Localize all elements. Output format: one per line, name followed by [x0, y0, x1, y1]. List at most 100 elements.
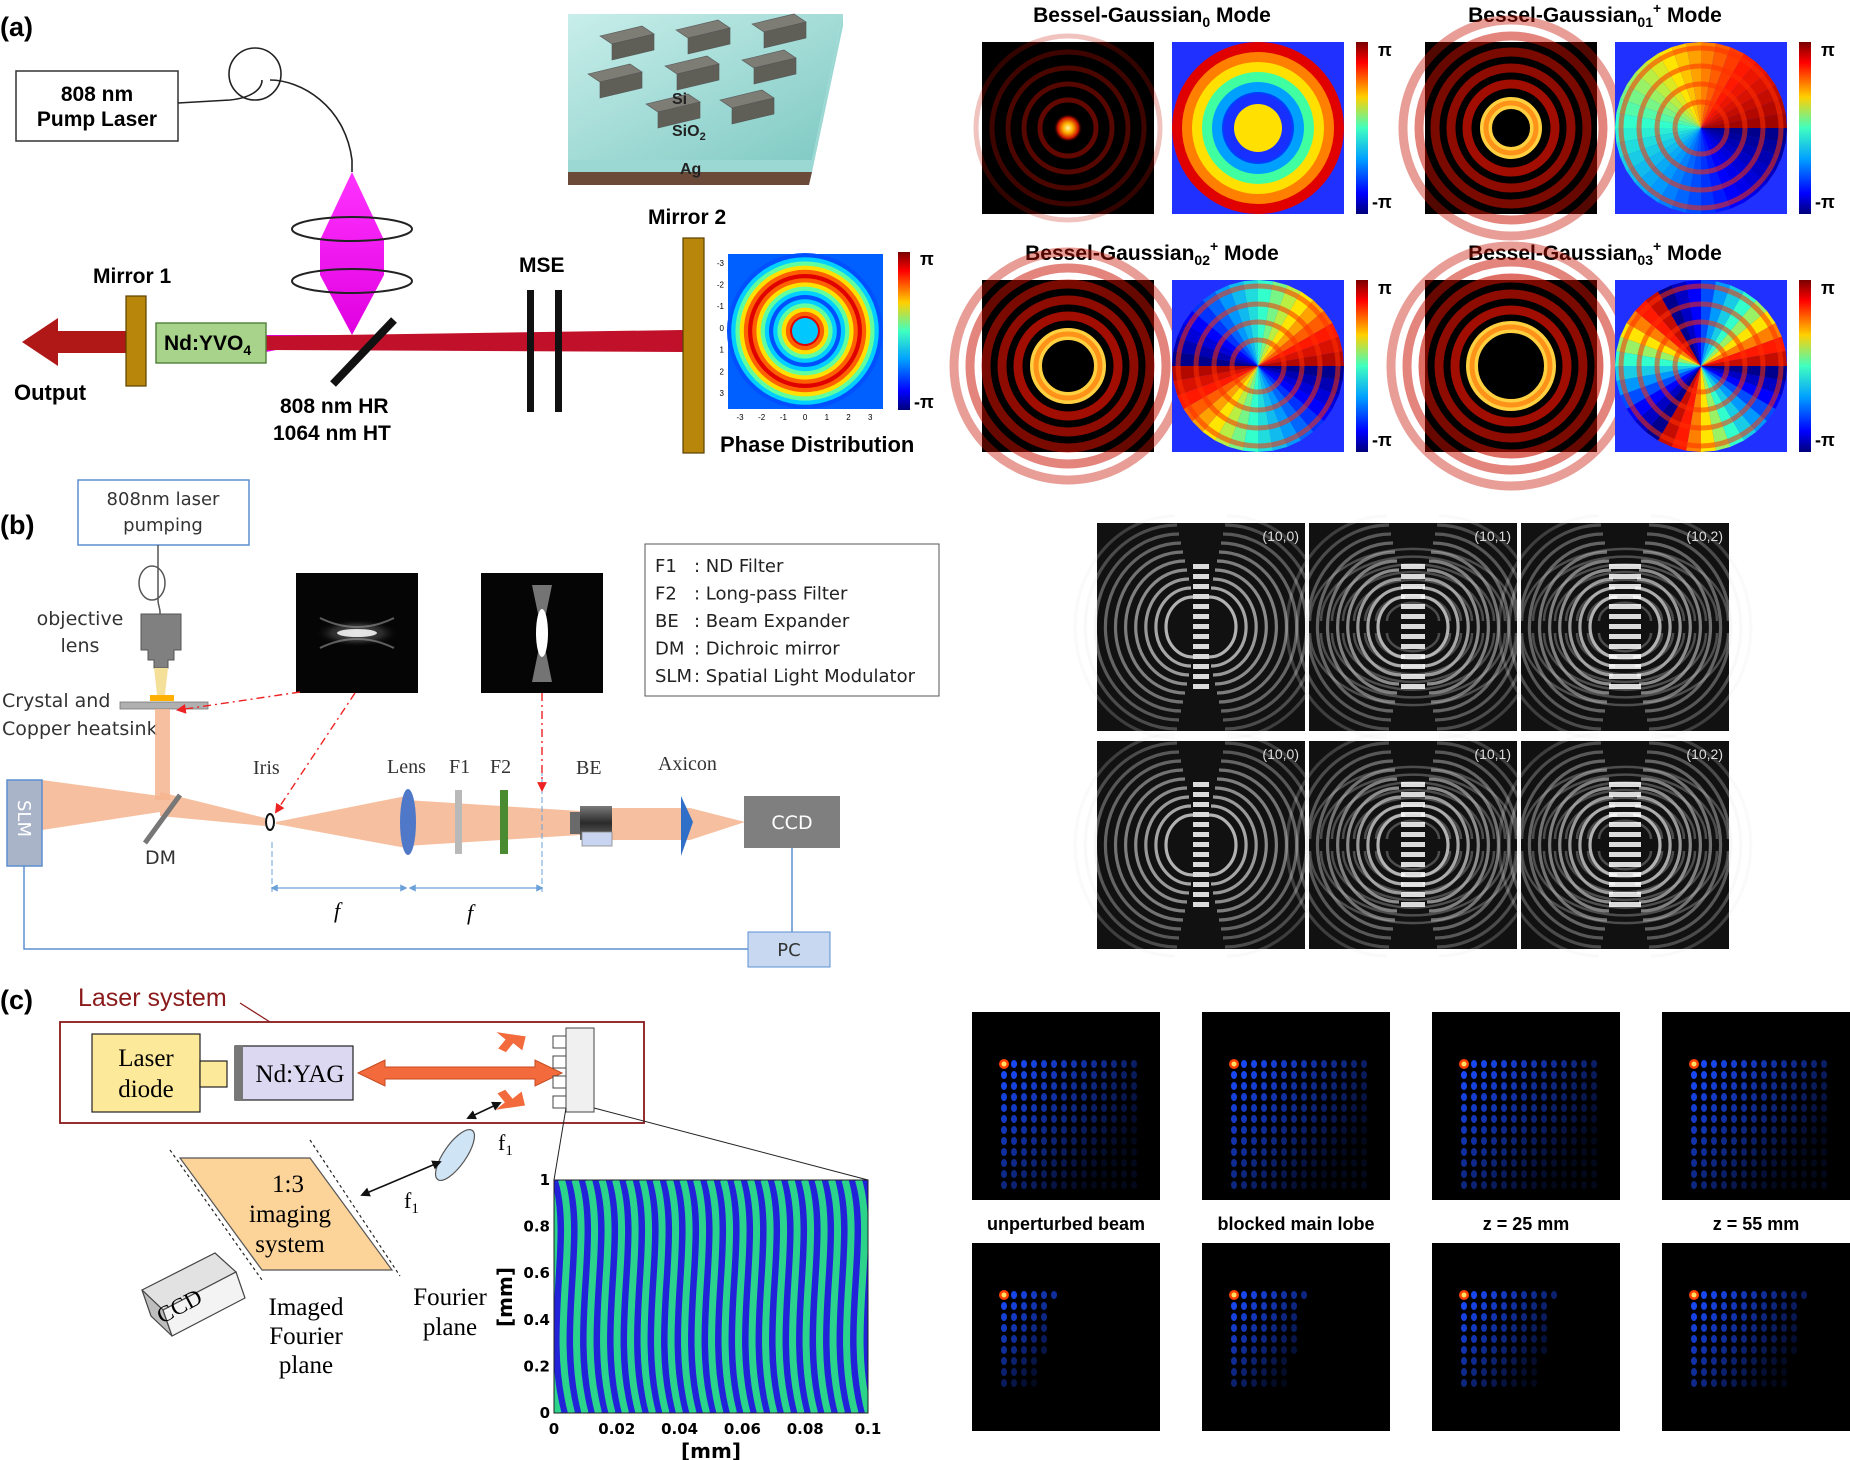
legend-value: : Beam Expander: [694, 611, 850, 632]
panel-b: (b) 808nm laser pumping objective lens C…: [0, 479, 1753, 968]
imaging-label-2: imaging: [249, 1201, 331, 1228]
fringe-tick-y: 0.6: [523, 1264, 550, 1282]
phase-tick-y: 0: [720, 324, 725, 333]
mode-colorbar-min: -π: [1815, 430, 1835, 450]
slm-box: [6, 779, 43, 867]
filter-f2: [500, 790, 508, 854]
hr-label-1: 808 nm HR: [280, 395, 389, 418]
focal-label-c2: f1: [404, 1188, 419, 1217]
pump-beam: [320, 172, 384, 335]
mode-colorbar-max: π: [1378, 278, 1392, 298]
objective-label-1: objective: [37, 608, 124, 630]
mode-title: Bessel-Gaussian0 Mode: [1033, 4, 1271, 30]
focal-arrow-2: [360, 1160, 442, 1197]
fringe-stripes: [554, 1180, 868, 1413]
beam-expander: [570, 806, 613, 847]
mode-colorbar-min: -π: [1815, 192, 1835, 212]
ccd-box-b: [744, 796, 840, 848]
fringe-tick-x: 0.08: [787, 1420, 824, 1438]
cavity-beam: [266, 330, 683, 352]
pump-source-box: [77, 479, 250, 546]
pattern-label: (10,0): [1262, 528, 1299, 544]
airy-beam-image: [972, 1243, 1160, 1431]
mode-colorbar-max: π: [1378, 40, 1392, 60]
imaged-plane-label-2: Fourier: [269, 1323, 343, 1350]
beam-dm-iris: [160, 792, 265, 826]
mirror-2: [682, 237, 705, 454]
airy-caption: z = 55 mm: [1713, 1214, 1800, 1234]
output-arrow: [22, 318, 130, 366]
phase-distribution-label: Phase Distribution: [720, 432, 914, 457]
slm-label: SLM: [13, 800, 34, 837]
beam-down-b: [155, 709, 170, 800]
pc-cable: [23, 848, 793, 950]
objective-lens: [140, 613, 182, 669]
iris: [265, 813, 275, 831]
focal-arrow-1: [466, 1101, 502, 1120]
phase-tick-x: -3: [736, 413, 744, 422]
bessel-mode-2: Bessel-Gaussian02+ Mode π -π: [949, 238, 1392, 485]
material-si: Si: [672, 91, 687, 108]
phase-colorbar-min: -π: [914, 392, 934, 412]
fourier-plane-label-2: plane: [423, 1314, 477, 1341]
phase-tick-y: 2: [720, 367, 725, 376]
filter-f1-label: F1: [449, 756, 470, 778]
panel-c: (c) Laser system Laser diode Nd:YAG f1 f…: [0, 984, 1850, 1460]
phase-tick-y: 1: [720, 346, 725, 355]
crystal-b: [150, 695, 174, 701]
ccd-camera-c: CCD: [140, 1252, 246, 1337]
fringe-ylabel: [mm]: [493, 1267, 517, 1327]
grating-element: [565, 1027, 595, 1113]
dm-mirror-b: [142, 793, 183, 845]
output-label: Output: [14, 380, 87, 405]
diffracted-arrow-up: [496, 1032, 526, 1053]
material-sio2: SiO2: [672, 123, 706, 143]
mode-colorbar-max: π: [1821, 40, 1835, 60]
fringe-tick-x: 0.02: [598, 1420, 635, 1438]
pump-laser-label-1: 808 nm: [61, 83, 133, 106]
mode-colorbar-min: -π: [1372, 192, 1392, 212]
bessel-mode-0: Bessel-Gaussian0 Mode π -π: [973, 4, 1392, 223]
objective-label-2: lens: [61, 635, 100, 657]
imaging-label-3: system: [255, 1231, 325, 1258]
laser-system-label: Laser system: [78, 984, 227, 1012]
lens-c: [434, 1129, 476, 1181]
lens-b: [400, 789, 416, 855]
fringe-tick-y: 1: [540, 1171, 550, 1189]
legend-key: BE: [655, 611, 679, 632]
phase-colorbar: [898, 252, 910, 410]
legend-key: SLM: [655, 666, 692, 687]
imaged-plane-label-3: plane: [279, 1352, 333, 1379]
mse-plate-1: [527, 290, 534, 412]
fringe-xlabel: [mm]: [681, 1439, 741, 1460]
beam-be-ccd: [612, 808, 745, 840]
dm-label-b: DM: [145, 847, 176, 869]
metasurface-inset: Si SiO2 Ag: [568, 13, 843, 185]
panel-a-label: (a): [0, 12, 33, 42]
fringe-tick-y: 0: [540, 1404, 550, 1422]
pump-fiber-b: [157, 545, 161, 618]
panel-b-label: (b): [0, 510, 34, 540]
pattern-label: (10,2): [1686, 746, 1723, 762]
phase-colorbar-max: π: [920, 249, 934, 269]
fringe-tick-y: 0.2: [523, 1357, 550, 1375]
crystal-label-2: Copper heatsink: [2, 718, 158, 740]
fringe-tick-y: 0.8: [523, 1218, 550, 1236]
pump-laser-label-2: Pump Laser: [37, 108, 157, 131]
imaging-label-1: 1:3: [272, 1171, 304, 1198]
mode-colorbar-min: -π: [1372, 430, 1392, 450]
fourier-plane-label-1: Fourier: [413, 1284, 487, 1311]
mode-title: Bessel-Gaussian02+ Mode: [1025, 238, 1279, 268]
diffracted-arrow-down: [495, 1089, 526, 1110]
panel-c-label: (c): [0, 985, 33, 1015]
hr-label-2: 1064 nm HT: [273, 422, 391, 445]
fringe-tick-x: 0.1: [855, 1420, 882, 1438]
ndyag-label: Nd:YAG: [256, 1061, 345, 1088]
pump-fiber: [177, 79, 353, 172]
mirror-2-label: Mirror 2: [648, 206, 726, 229]
